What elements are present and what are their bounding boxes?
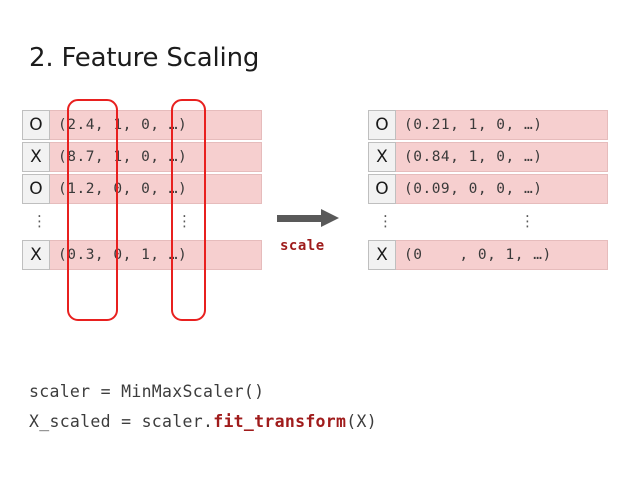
table-row-ellipsis: ⋮ ⋮: [368, 206, 608, 238]
row-values: (0.21, 1, 0, …): [396, 110, 608, 140]
code-line-2-prefix: X_scaled = scaler.: [29, 412, 214, 431]
table-row: X (0.84, 1, 0, …): [368, 142, 608, 172]
code-line-2-suffix: (X): [346, 412, 377, 431]
row-values: (0 , 0, 1, …): [396, 240, 608, 270]
row-label: X: [22, 240, 50, 270]
row-values: (0.09, 0, 0, …): [396, 174, 608, 204]
row-values: (2.4, 1, 0, …): [50, 110, 262, 140]
row-label: O: [22, 110, 50, 140]
raw-feature-table: O (2.4, 1, 0, …) X (8.7, 1, 0, …) O (1.2…: [22, 110, 262, 272]
code-line-1: scaler = MinMaxScaler(): [29, 382, 265, 401]
row-label: X: [368, 142, 396, 172]
code-method-name: fit_transform: [213, 412, 347, 431]
table-row: X (0.3, 0, 1, …): [22, 240, 262, 270]
row-label: O: [368, 174, 396, 204]
vertical-ellipsis-label-icon: ⋮: [32, 212, 47, 230]
row-values: (1.2, 0, 0, …): [50, 174, 262, 204]
scaled-feature-table: O (0.21, 1, 0, …) X (0.84, 1, 0, …) O (0…: [368, 110, 608, 272]
table-row: O (2.4, 1, 0, …): [22, 110, 262, 140]
code-snippet: scaler = MinMaxScaler() X_scaled = scale…: [29, 377, 377, 437]
scale-transform-arrow: scale: [277, 205, 357, 265]
row-values: (0.3, 0, 1, …): [50, 240, 262, 270]
table-row: O (0.09, 0, 0, …): [368, 174, 608, 204]
row-label: X: [22, 142, 50, 172]
table-row-ellipsis: ⋮ ⋮: [22, 206, 262, 238]
row-label: X: [368, 240, 396, 270]
vertical-ellipsis-column-icon: ⋮: [177, 212, 192, 230]
arrow-label: scale: [280, 238, 325, 254]
table-row: O (0.21, 1, 0, …): [368, 110, 608, 140]
table-row: X (0 , 0, 1, …): [368, 240, 608, 270]
page-title: 2. Feature Scaling: [29, 43, 260, 73]
row-label: O: [368, 110, 396, 140]
table-row: X (8.7, 1, 0, …): [22, 142, 262, 172]
code-line-2: X_scaled = scaler.fit_transform(X): [29, 407, 377, 437]
row-values: (0.84, 1, 0, …): [396, 142, 608, 172]
arrow-head-icon: [321, 209, 339, 227]
table-row: O (1.2, 0, 0, …): [22, 174, 262, 204]
row-values: (8.7, 1, 0, …): [50, 142, 262, 172]
vertical-ellipsis-column-icon: ⋮: [520, 212, 535, 230]
vertical-ellipsis-label-icon: ⋮: [378, 212, 393, 230]
arrow-right-icon: [277, 215, 323, 222]
row-label: O: [22, 174, 50, 204]
